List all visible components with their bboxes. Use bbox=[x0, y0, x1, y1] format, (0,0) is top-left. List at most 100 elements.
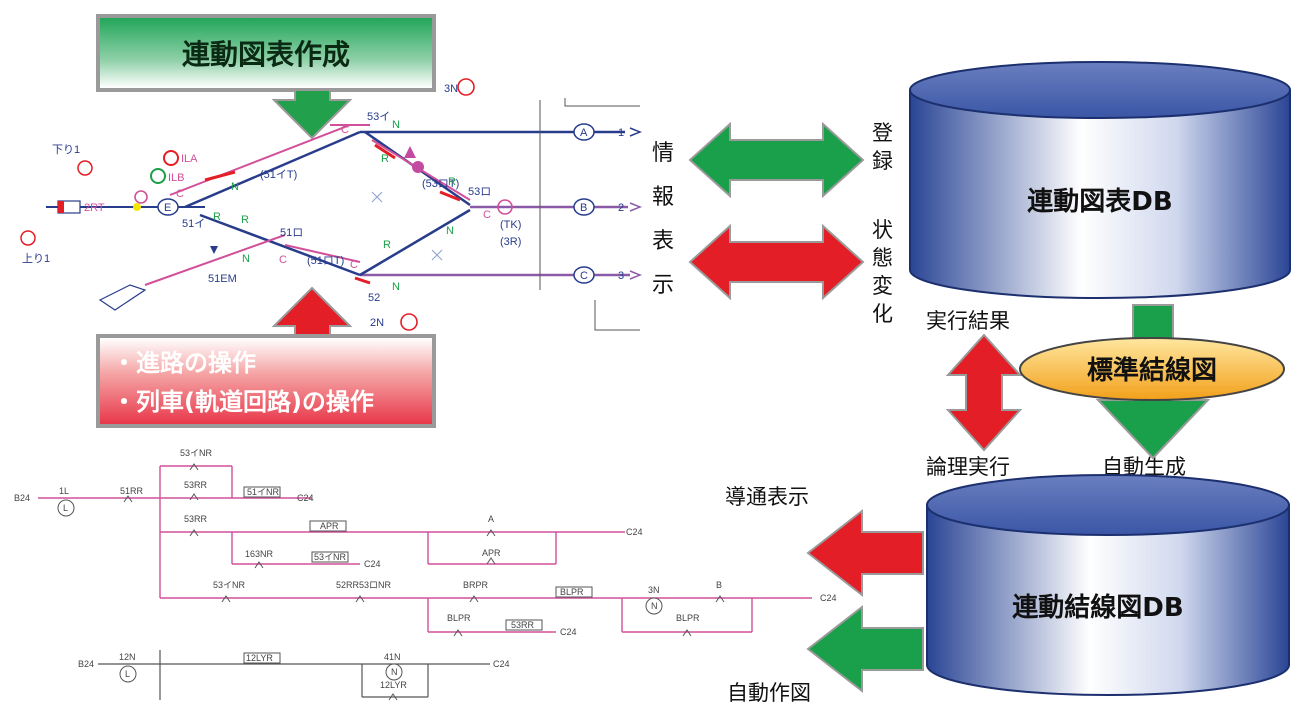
track-layout bbox=[20, 78, 643, 331]
label-c-4: C bbox=[483, 209, 491, 221]
ladder-relay-boxes bbox=[243, 486, 593, 664]
ladder-c24-1: C24 bbox=[297, 493, 314, 503]
ladder-lamps bbox=[57, 499, 663, 683]
ladder-163nr: 163NR bbox=[245, 549, 274, 559]
ladder-b24-2: B24 bbox=[78, 659, 94, 669]
ladder-1l: 1L bbox=[59, 486, 69, 496]
label-r-3: R bbox=[381, 153, 389, 165]
ladder-relay-n-2: N bbox=[391, 667, 398, 677]
ladder-12lyr: 12LYR bbox=[380, 680, 407, 690]
ladder-53inr-top: 53イNR bbox=[180, 448, 213, 458]
register-char-2: 録 bbox=[872, 149, 893, 173]
arrow-side-labels: 登 録 状 態 変 化 bbox=[872, 121, 893, 326]
label-53rot: (53ロT) bbox=[422, 178, 459, 190]
ladder-53rr-2: 53RR bbox=[184, 514, 208, 524]
label-51i: 51イ bbox=[182, 218, 205, 230]
conduct-display-arrow: 導通表示 bbox=[725, 485, 924, 598]
ladder-3n: 3N bbox=[648, 585, 660, 595]
label-ilb: ILB bbox=[168, 172, 185, 184]
ladder-lamp-2: L bbox=[125, 669, 130, 679]
label-r-2: R bbox=[241, 214, 249, 226]
exec-result-label: 実行結果 bbox=[926, 309, 1010, 333]
ladder-41n: 41N bbox=[384, 652, 401, 662]
side-char-2: 報 bbox=[652, 185, 674, 210]
node-b-label: B bbox=[580, 202, 587, 214]
ladder-52rr53ronr: 52RR53ロNR bbox=[336, 580, 392, 590]
label-n-4: N bbox=[446, 225, 454, 237]
label-down-1: 下り1 bbox=[52, 143, 80, 156]
label-51it: (51イT) bbox=[260, 169, 297, 181]
ladder-blpr-1: BLPR bbox=[447, 613, 471, 623]
ops-route-text: ・進路の操作 bbox=[112, 349, 256, 377]
ladder-apr: APR bbox=[482, 548, 501, 558]
ladder-c24-6: C24 bbox=[493, 659, 510, 669]
ladder-b: B bbox=[716, 580, 722, 590]
node-a-label: A bbox=[580, 127, 588, 139]
ladder-labels: B24 1L L 51RR 53イNR 53RR 51イNR C24 53RR … bbox=[14, 448, 837, 690]
label-tk: (TK) bbox=[500, 219, 521, 231]
logic-exec-double-arrow bbox=[945, 333, 1023, 452]
ladder-wiring-2 bbox=[98, 650, 490, 700]
state-char-4: 化 bbox=[872, 302, 893, 326]
line-1-label: 1 bbox=[618, 127, 624, 139]
ladder-lamp-1: L bbox=[63, 503, 68, 513]
ladder-brpr: BRPR bbox=[463, 580, 489, 590]
line-2-label: 2 bbox=[618, 202, 624, 214]
register-char-1: 登 bbox=[872, 121, 893, 145]
label-up-1: 上り1 bbox=[22, 252, 50, 265]
node-c-label: C bbox=[580, 270, 588, 282]
label-51rot: (51ロT) bbox=[307, 255, 344, 267]
ladder-53inr-box: 53イNR bbox=[314, 552, 347, 562]
label-r-5: R bbox=[383, 239, 391, 251]
interlock-table-db-label: 連動図表DB bbox=[1027, 187, 1172, 217]
standard-wiring-badge: 標準結線図 bbox=[1019, 337, 1285, 401]
label-n-5: N bbox=[392, 281, 400, 293]
ladder-relay-n-1: N bbox=[651, 601, 658, 611]
state-char-2: 態 bbox=[872, 246, 893, 270]
ladder-blpr-2: BLPR bbox=[676, 613, 700, 623]
auto-draw-label: 自動作図 bbox=[727, 681, 811, 705]
side-char-1: 情 bbox=[652, 141, 674, 166]
ladder-53rr-1: 53RR bbox=[184, 480, 208, 490]
ladder-b24-1: B24 bbox=[14, 493, 30, 503]
label-3n: 3N bbox=[444, 83, 458, 95]
ladder-51inr: 51イNR bbox=[247, 487, 280, 497]
track-labels: 下り1 上り1 2RT E ILA ILB C 51イ (51イT) N R R… bbox=[22, 83, 624, 329]
line-3-label: 3 bbox=[618, 270, 624, 282]
ladder-53inr-2: 53イNR bbox=[213, 580, 246, 590]
label-53ro: 53ロ bbox=[468, 186, 491, 198]
ladder-12lyr-box: 12LYR bbox=[246, 653, 273, 663]
label-r-1: R bbox=[213, 211, 221, 223]
top-banner: 連動図表作成 bbox=[96, 14, 436, 92]
label-c-5: C bbox=[350, 259, 358, 271]
label-c-1: C bbox=[176, 188, 184, 200]
side-char-4: 示 bbox=[652, 273, 674, 298]
top-banner-text: 連動図表作成 bbox=[182, 38, 350, 71]
ladder-53rr-box: 53RR bbox=[511, 620, 535, 630]
logic-exec-label: 論理実行 bbox=[926, 455, 1010, 479]
interlock-table-db-cylinder: 連動図表DB bbox=[909, 61, 1291, 299]
label-3r: (3R) bbox=[500, 236, 521, 248]
state-char-3: 変 bbox=[872, 274, 893, 298]
side-char-3: 表 bbox=[652, 229, 674, 254]
ladder-c24-4: C24 bbox=[820, 593, 837, 603]
label-n-2: N bbox=[242, 253, 250, 265]
label-53i: 53イ bbox=[367, 111, 390, 123]
up-arrow-into-diagram bbox=[271, 286, 353, 337]
info-display-label: 情 報 表 示 bbox=[652, 141, 674, 298]
interlock-wiring-db-label: 連動結線図DB bbox=[1012, 592, 1183, 623]
state-char-1: 状 bbox=[872, 218, 893, 242]
label-2n: 2N bbox=[370, 317, 384, 329]
label-51ro: 51ロ bbox=[280, 227, 303, 239]
label-c-2: C bbox=[279, 254, 287, 266]
node-e-label: E bbox=[164, 202, 171, 214]
ladder-c24-5: C24 bbox=[560, 627, 577, 637]
standard-wiring-label: 標準結線図 bbox=[1087, 355, 1217, 386]
register-double-arrow bbox=[688, 121, 865, 199]
auto-draw-arrow: 自動作図 bbox=[727, 604, 924, 705]
label-c-3: C bbox=[341, 124, 349, 136]
down-arrow-into-diagram bbox=[271, 89, 353, 140]
state-change-double-arrow bbox=[688, 223, 865, 301]
ops-train-text: ・列車(軌道回路)の操作 bbox=[112, 388, 374, 416]
label-r-4: R bbox=[448, 176, 456, 188]
